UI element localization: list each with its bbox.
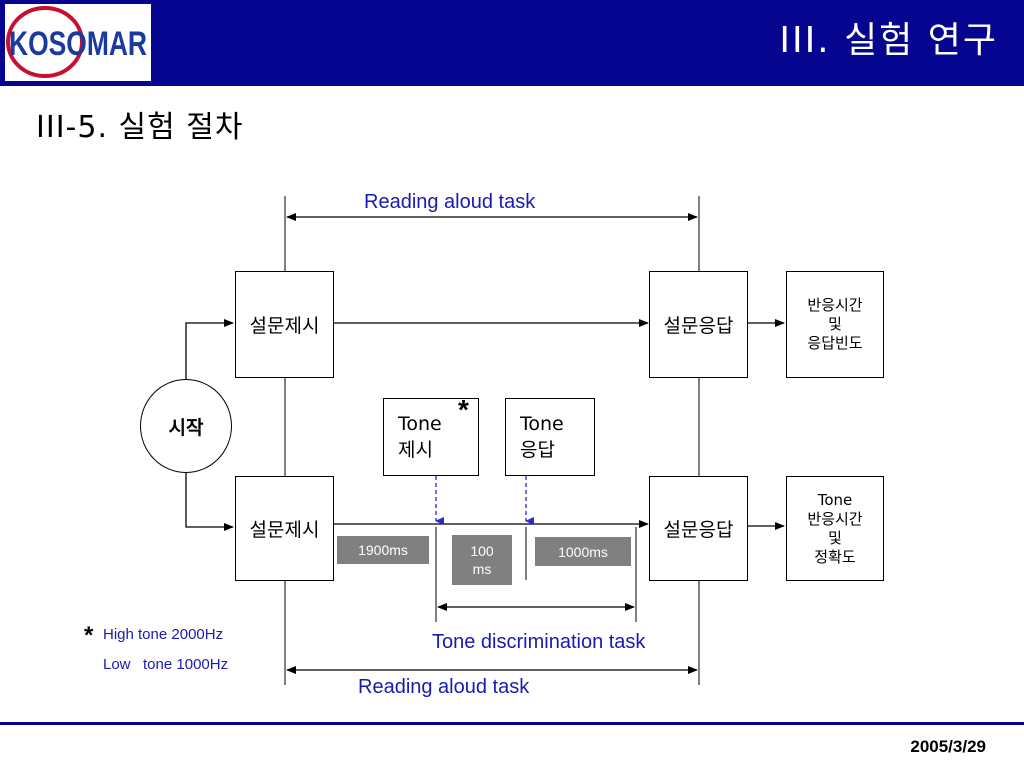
tone-present-box: Tone 제시 (383, 398, 479, 476)
note-low-tone: Low tone 1000Hz (103, 656, 229, 673)
footer-divider (0, 722, 1024, 725)
header-title: III. 실험 연구 (779, 20, 998, 61)
footer-date: 2005/3/29 (910, 737, 986, 756)
timer-1900ms: 1900ms (337, 536, 429, 564)
tone-response-box: Tone 응답 (505, 398, 595, 476)
bottom-outcome-box: Tone 반응시간 및 정확도 (786, 476, 884, 581)
task-label-bottom: Reading aloud task (358, 676, 530, 698)
bottom-present-box: 설문제시 (235, 476, 334, 581)
section-title: III-5. 실험 절차 (36, 110, 244, 145)
tone-marker: * (458, 394, 469, 425)
start-to-bottom-arrow (185, 473, 234, 531)
task-label-top: Reading aloud task (364, 191, 536, 213)
top-response-box: 설문응답 (649, 271, 748, 378)
top-outcome-box: 반응시간 및 응답빈도 (786, 271, 884, 378)
header-bar: KOSOMAR III. 실험 연구 (0, 0, 1024, 86)
note-high-tone: High tone 2000Hz (103, 626, 224, 643)
logo-graphic: KOSOMAR (6, 6, 147, 78)
bottom-response-box: 설문응답 (649, 476, 748, 581)
task-label-tone: Tone discrimination task (432, 631, 646, 653)
top-present-box: 설문제시 (235, 271, 334, 378)
start-to-top-arrow (185, 319, 234, 380)
logo-text: KOSOMAR (9, 25, 147, 63)
timer-1000ms: 1000ms (535, 537, 631, 566)
kosomar-logo: KOSOMAR (5, 4, 151, 81)
note-marker: * (84, 622, 94, 649)
timer-100ms: 100 ms (452, 535, 512, 585)
start-node: 시작 (140, 379, 232, 473)
